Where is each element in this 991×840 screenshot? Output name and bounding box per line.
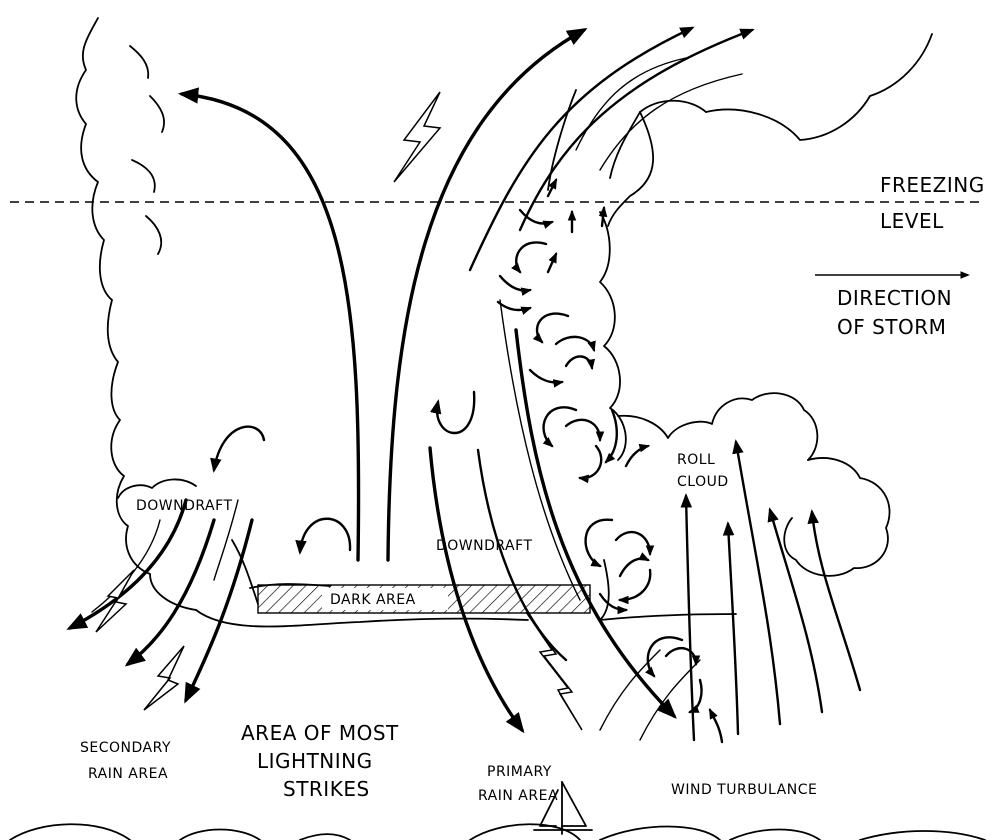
roll-cloud-label-2: CLOUD	[677, 474, 729, 490]
primary-rain-label-2: RAIN AREA	[478, 788, 558, 804]
lightning-bolts	[96, 92, 582, 730]
freezing-level-label-2: LEVEL	[880, 209, 944, 233]
ground-waves	[10, 824, 985, 840]
lightning-bolt-icon	[144, 646, 184, 710]
lightning-area-label-3: STRIKES	[283, 777, 370, 801]
airflow-arrows	[70, 28, 860, 740]
lightning-bolt-icon	[526, 612, 582, 730]
dark-area-label: DARK AREA	[330, 592, 416, 608]
secondary-rain-label-1: SECONDARY	[80, 740, 171, 756]
wind-turbulance-label: WIND TURBULANCE	[671, 782, 817, 798]
lightning-area-label-1: AREA OF MOST	[241, 721, 399, 745]
freezing-level-label-1: FREEZING	[880, 173, 985, 197]
downdraft-right-label: DOWNDRAFT	[436, 538, 533, 554]
cloud-outline	[76, 18, 932, 627]
lightning-area-label-2: LIGHTNING	[257, 749, 373, 773]
direction-label-2: OF STORM	[837, 315, 946, 339]
primary-rain-label-1: PRIMARY	[487, 764, 552, 780]
downdraft-left-label: DOWNDRAFT	[136, 498, 233, 514]
lightning-bolt-icon	[394, 92, 440, 182]
roll-cloud-label-1: ROLL	[677, 452, 715, 468]
secondary-rain-label-2: RAIN AREA	[88, 766, 168, 782]
direction-label-1: DIRECTION	[837, 286, 952, 310]
